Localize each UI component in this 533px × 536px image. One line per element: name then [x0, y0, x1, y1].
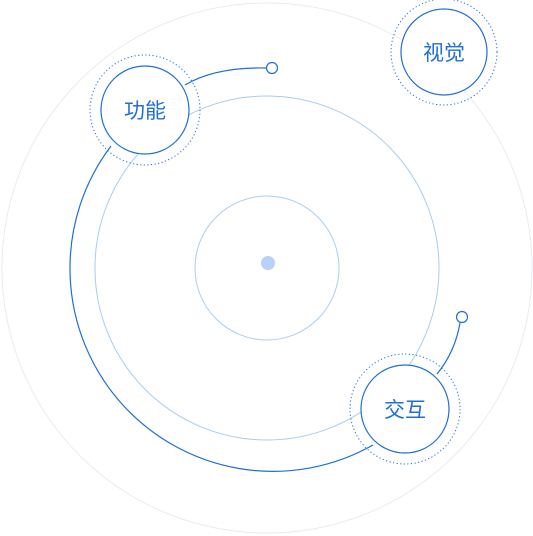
node-function-circle [100, 65, 190, 155]
middle-ring [94, 95, 440, 441]
node-vision-halo [390, 0, 498, 106]
node-function-label: 功能 [124, 99, 166, 123]
function-connector-line [184, 67, 267, 86]
node-vision[interactable]: 视觉 [390, 0, 498, 106]
interaction-connector-endpoint [455, 310, 469, 324]
node-vision-circle [400, 8, 488, 96]
interaction-connector-line [436, 322, 461, 375]
node-interaction-label: 交互 [384, 398, 426, 422]
orbit-arc [69, 145, 374, 472]
node-vision-label: 视觉 [423, 41, 465, 65]
center-dot [261, 256, 275, 270]
node-function[interactable]: 功能 [89, 54, 201, 166]
function-connector-endpoint [265, 61, 279, 75]
node-function-halo [89, 54, 201, 166]
node-interaction[interactable]: 交互 [349, 353, 461, 465]
node-interaction-circle [360, 364, 450, 454]
node-interaction-halo [349, 353, 461, 465]
inner-ring [194, 195, 340, 341]
